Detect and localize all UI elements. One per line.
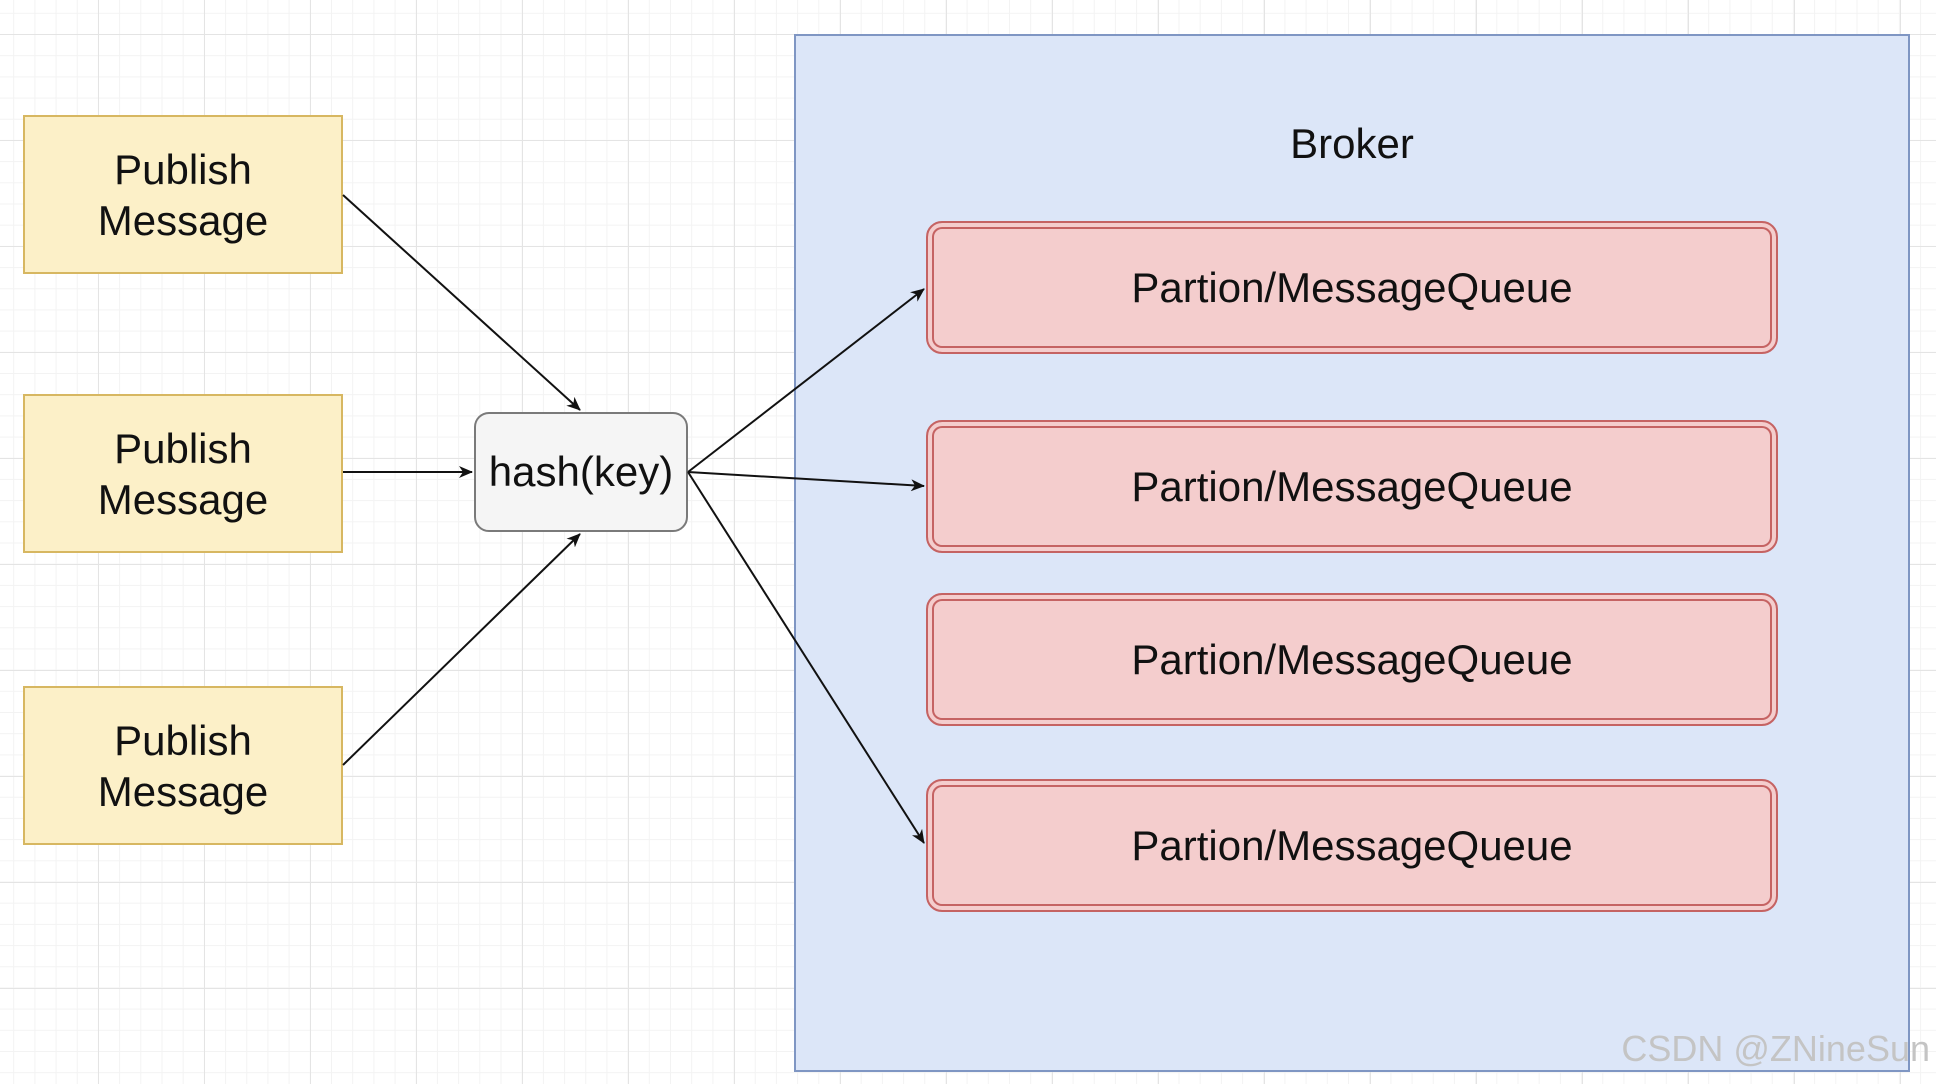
publish-message-node-3[interactable]: Publish Message bbox=[23, 686, 343, 845]
publish-message-line-1: Publish bbox=[114, 424, 252, 472]
message-queue-node-4[interactable]: Partion/MessageQueue bbox=[926, 779, 1778, 912]
hash-key-node[interactable]: hash(key) bbox=[474, 412, 688, 532]
publish-message-node-2[interactable]: Publish Message bbox=[23, 394, 343, 553]
message-queue-node-1[interactable]: Partion/MessageQueue bbox=[926, 221, 1778, 354]
publish-message-line-2: Message bbox=[97, 475, 269, 523]
edge-publisher-1-to-hash bbox=[342, 194, 581, 411]
publish-message-line-2: Message bbox=[97, 196, 269, 244]
publish-message-line-2: Message bbox=[97, 767, 269, 815]
publish-message-line-1: Publish bbox=[114, 716, 252, 764]
broker-label: Broker bbox=[1290, 120, 1414, 167]
edge-publisher-3-to-hash bbox=[342, 533, 581, 766]
broker-container[interactable]: Broker bbox=[794, 34, 1910, 1072]
message-queue-node-2[interactable]: Partion/MessageQueue bbox=[926, 420, 1778, 553]
publish-message-node-1[interactable]: Publish Message bbox=[23, 115, 343, 274]
watermark-text: CSDN @ZNineSun bbox=[1621, 1028, 1930, 1069]
publish-message-line-1: Publish bbox=[114, 145, 252, 193]
message-queue-node-3[interactable]: Partion/MessageQueue bbox=[926, 593, 1778, 726]
